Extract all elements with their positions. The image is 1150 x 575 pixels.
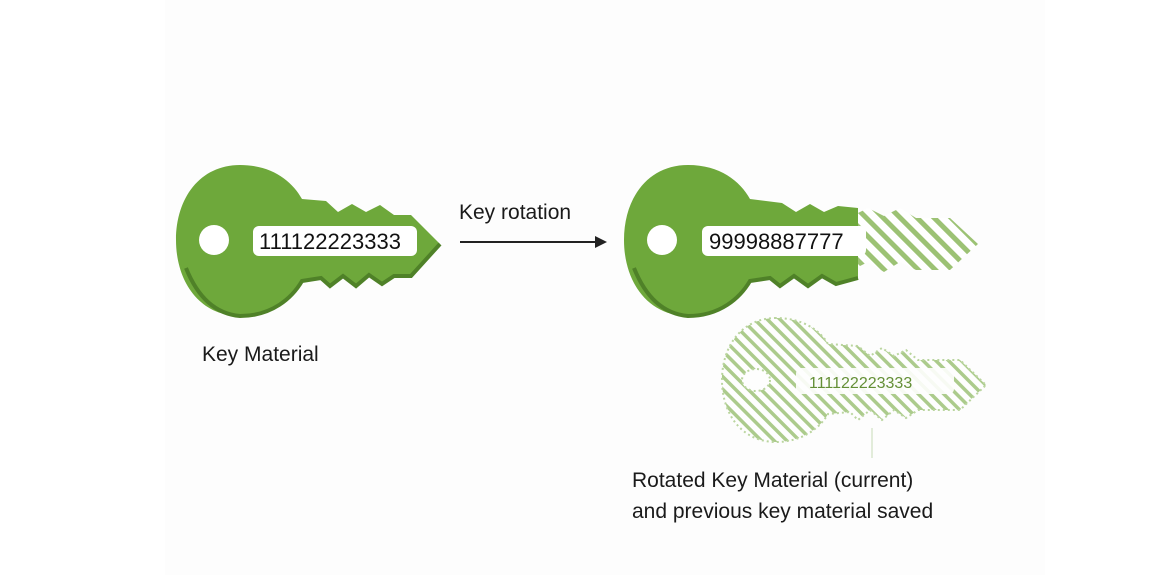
rotated-key-bottom-edge [632,267,859,319]
previous-key: 111122223333 [720,316,988,458]
diagram-panel [165,0,1045,575]
original-key-hole [199,225,229,255]
rotated-key: 99998887777 [624,165,978,319]
original-key: 111122223333 [176,165,442,319]
original-key-label-box [253,226,417,256]
rotation-label: Key rotation [459,201,571,224]
rotated-caption-line-1: Rotated Key Material (current) [632,469,914,492]
previous-key-label-box [796,368,954,394]
original-key-bottom-edge [184,242,442,319]
original-key-number: 111122223333 [259,229,401,254]
previous-key-number: 111122223333 [809,375,912,392]
previous-key-hole [741,368,771,392]
rotated-key-label-box [702,226,866,256]
original-key-caption: Key Material [202,343,319,366]
rotation-arrow: Key rotation [459,201,607,248]
rotated-key-number: 99998887777 [709,229,844,254]
rotated-caption-line-2: and previous key material saved [632,500,934,523]
rotated-key-hole [647,225,677,255]
rotated-key-hatched-blade [852,208,978,272]
